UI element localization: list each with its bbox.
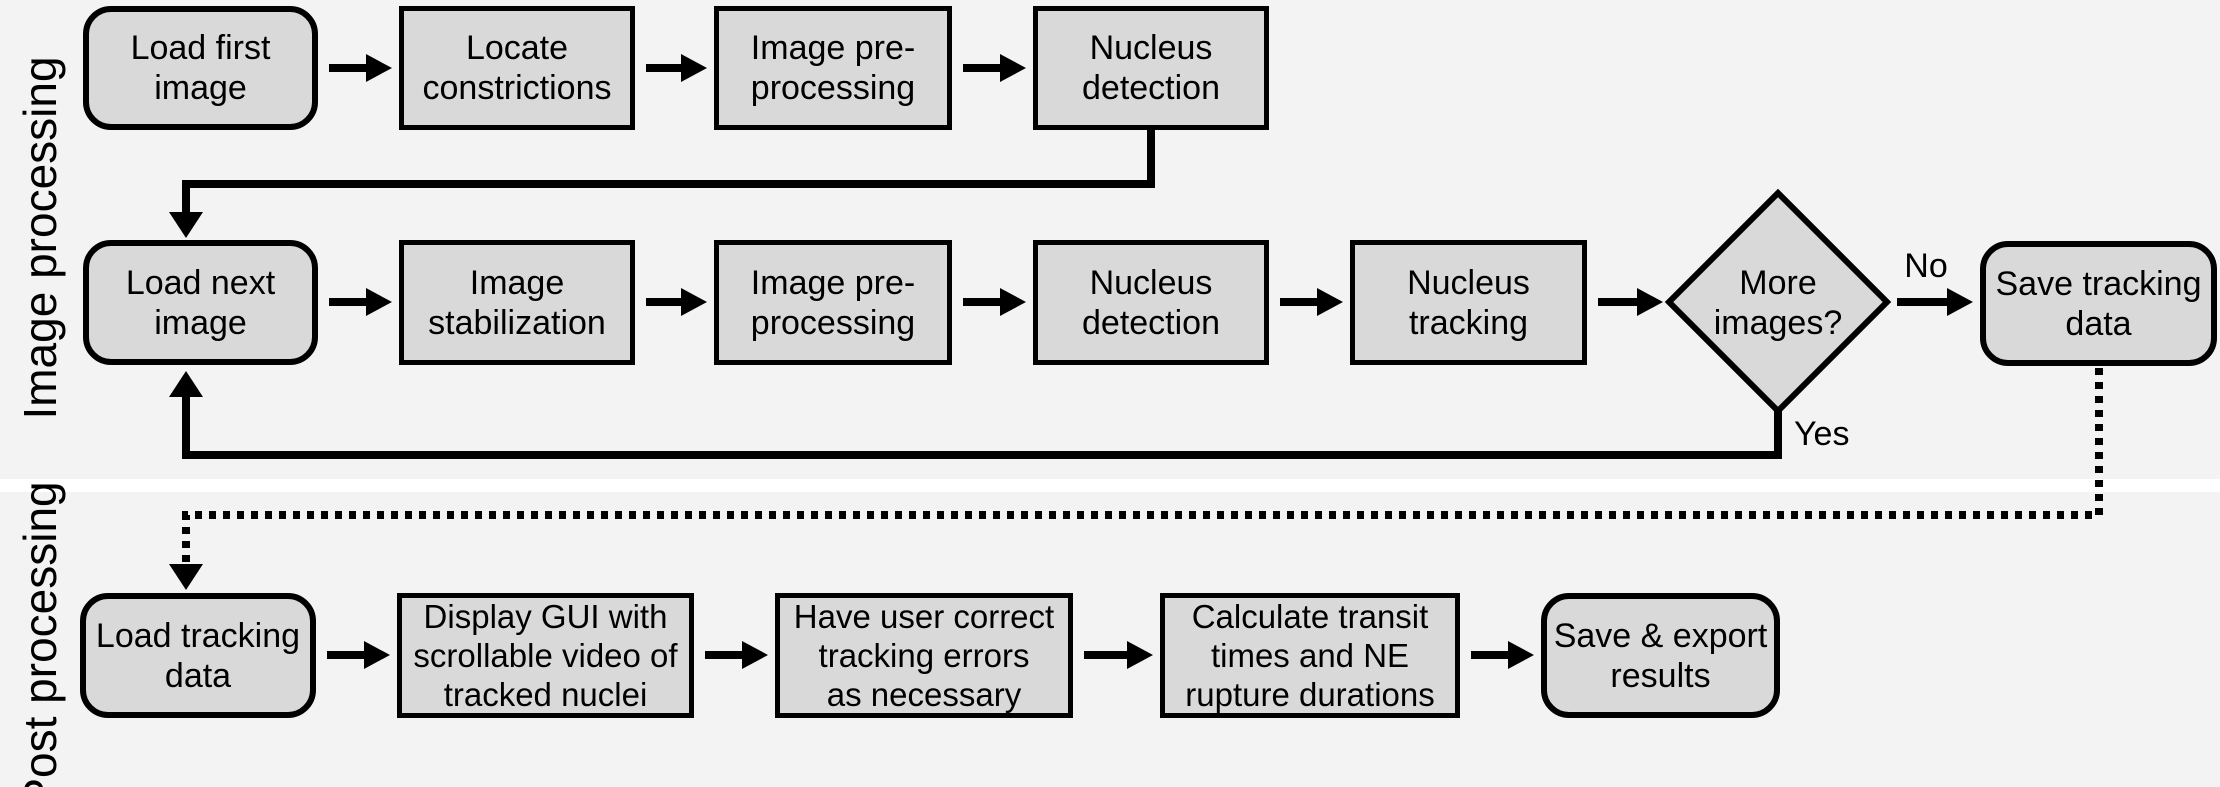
node-label: Nucleus	[1089, 263, 1213, 302]
node-save-export-results: Save & export results	[1541, 593, 1780, 718]
node-label: data	[164, 656, 232, 695]
arrow-correct-errors-to-calculate	[1084, 641, 1153, 669]
node-label: Display GUI with	[423, 598, 668, 635]
node-label: processing	[750, 69, 916, 107]
node-label: Nucleus	[1407, 263, 1530, 302]
node-calculate-transit: Calculate transit times and NE rupture d…	[1160, 593, 1460, 718]
arrow-load-tracking-to-display-gui	[327, 641, 390, 669]
node-label: More	[1739, 263, 1817, 302]
edge-label-no: No	[1904, 247, 1948, 285]
node-label: times and NE	[1210, 637, 1410, 674]
arrow-tracking-to-decision	[1598, 288, 1663, 316]
node-label: processing	[750, 303, 916, 342]
node-label: stabilization	[428, 303, 606, 342]
node-load-next-image: Load next image	[83, 240, 318, 365]
node-load-first-image: Load first image	[83, 6, 318, 130]
connector-dotted-save-to-load	[169, 368, 2103, 590]
arrow-preprocessing-1-to-detection-1	[963, 54, 1026, 82]
node-label: constrictions	[422, 69, 612, 107]
node-label: Load next	[125, 263, 276, 302]
node-label: tracking	[1408, 303, 1529, 342]
node-label: Image pre-	[750, 263, 916, 302]
section-label-image-processing: Image processing	[14, 56, 66, 420]
node-label: Save & export	[1553, 616, 1768, 655]
node-label: image	[154, 303, 247, 342]
section-label-post-processing: Post processing	[14, 481, 66, 787]
arrow-locate-to-preprocessing-1	[646, 54, 707, 82]
arrow-calculate-to-save-export	[1471, 641, 1534, 669]
node-label: results	[1610, 656, 1711, 695]
connector-yes-loop	[169, 371, 1782, 459]
node-label: Calculate transit	[1191, 598, 1429, 635]
node-image-stabilization: Image stabilization	[399, 240, 635, 365]
node-label: tracking errors	[818, 637, 1030, 674]
node-display-gui: Display GUI with scrollable video of tra…	[397, 593, 694, 718]
node-label: tracked nuclei	[443, 676, 648, 713]
node-label: Image	[469, 263, 565, 302]
arrow-detection-2-to-tracking	[1280, 288, 1343, 316]
node-label: Save tracking	[1995, 264, 2202, 303]
node-nucleus-tracking: Nucleus tracking	[1350, 240, 1587, 365]
arrow-load-first-to-locate	[329, 54, 392, 82]
node-locate-constrictions: Locate constrictions	[399, 6, 635, 130]
node-more-images-decision: More images?	[1670, 240, 1886, 365]
node-label: Image pre-	[750, 29, 916, 67]
node-label: rupture durations	[1185, 676, 1435, 713]
node-label: image	[154, 69, 247, 107]
node-label: images?	[1713, 303, 1843, 342]
edge-label-yes: Yes	[1794, 415, 1850, 453]
arrow-display-gui-to-correct-errors	[705, 641, 768, 669]
node-load-tracking-data: Load tracking data	[80, 593, 316, 718]
node-nucleus-detection-1: Nucleus detection	[1033, 6, 1269, 130]
node-label: Load tracking	[95, 616, 301, 655]
node-label: as necessary	[826, 676, 1022, 713]
node-nucleus-detection-2: Nucleus detection	[1033, 240, 1269, 365]
arrow-preprocessing-2-to-detection-2	[963, 288, 1026, 316]
node-label: scrollable video of	[413, 637, 678, 674]
node-save-tracking-data: Save tracking data	[1980, 241, 2217, 366]
node-label: Load first	[130, 29, 271, 67]
connector-detection-to-load-next	[169, 127, 1155, 238]
section-divider	[0, 479, 2220, 492]
node-label: Have user correct	[793, 598, 1055, 635]
node-label: Nucleus	[1089, 29, 1213, 67]
node-image-preprocessing-1: Image pre- processing	[714, 6, 952, 130]
node-label: data	[2065, 304, 2132, 343]
arrow-stabilization-to-preprocessing-2	[646, 288, 707, 316]
node-label: detection	[1082, 303, 1220, 342]
node-correct-tracking-errors: Have user correct tracking errors as nec…	[775, 593, 1073, 718]
arrow-decision-no-to-save	[1897, 288, 1973, 316]
node-label: detection	[1082, 69, 1220, 107]
arrow-load-next-to-stabilization	[329, 288, 392, 316]
node-image-preprocessing-2: Image pre- processing	[714, 240, 952, 365]
node-label: Locate	[465, 29, 569, 67]
